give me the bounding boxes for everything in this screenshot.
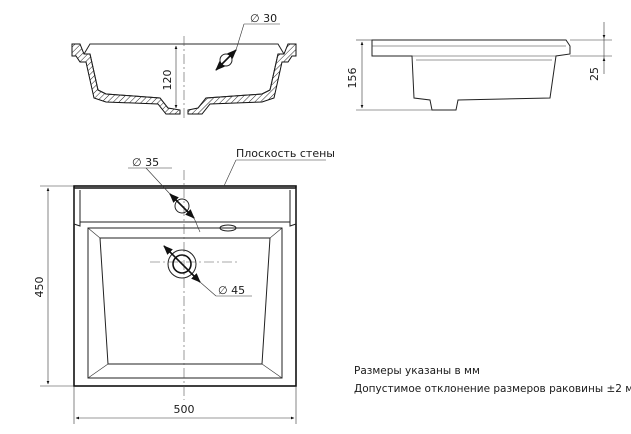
dim-hole30-label: ∅ 30 (250, 12, 277, 25)
dim-hole35-label: ∅ 35 (132, 156, 159, 169)
section-view: 120 ∅ 30 (71, 12, 297, 120)
overflow-slot (219, 224, 237, 232)
dim-450-label: 450 (33, 277, 46, 298)
note-units: Размеры указаны в мм (354, 365, 480, 377)
dim-120-label: 120 (161, 70, 174, 91)
section-bowl (89, 53, 169, 109)
side-outline (371, 39, 571, 111)
plan-view: ∅ 35 ∅ 45 Плоскость стены 450 500 (33, 147, 335, 424)
plan-bowl-inner (99, 237, 271, 365)
wall-plane-leader (223, 159, 237, 187)
dim-drain45-label: ∅ 45 (218, 284, 245, 297)
note-tolerance: Допустимое отклонение размеров раковины … (354, 383, 631, 395)
section-shell-right (187, 43, 297, 115)
side-view: 156 25 (346, 22, 612, 111)
plan-outline (73, 185, 297, 387)
dim-25-label: 25 (588, 67, 601, 81)
dim-156-label: 156 (346, 68, 359, 89)
dim-500-label: 500 (174, 403, 195, 416)
wall-plane-label: Плоскость стены (236, 147, 335, 160)
section-bowl-r (197, 53, 279, 109)
